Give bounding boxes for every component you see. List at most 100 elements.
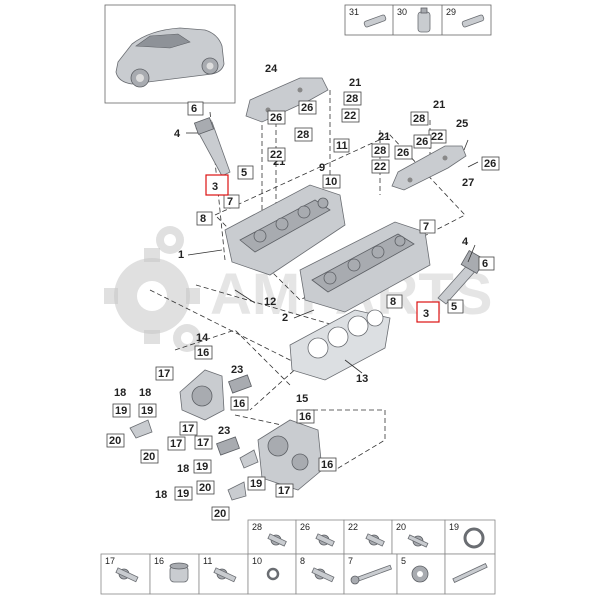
callout-5-left: 5	[241, 167, 247, 179]
injector-left	[193, 117, 231, 177]
table-num-22: 22	[348, 522, 358, 532]
bracket-a	[129, 419, 153, 439]
callout-18-a: 18	[114, 387, 126, 399]
callout-23-a: 23	[231, 364, 243, 376]
table-num-28: 28	[252, 522, 262, 532]
table-num-17: 17	[105, 556, 115, 566]
heat-shield-right	[391, 145, 467, 191]
callout-25: 25	[456, 118, 468, 130]
callout-3-left-highlighted: 3	[212, 181, 218, 193]
strip-num-29: 29	[446, 7, 456, 17]
bolt-icon	[115, 567, 139, 583]
bracket-b	[239, 449, 259, 469]
callout-17-e: 17	[182, 423, 194, 435]
strip-num-30: 30	[397, 7, 407, 17]
callout-26-c: 26	[397, 147, 409, 159]
sleeve-icon	[169, 562, 189, 583]
callout-14: 14	[196, 332, 209, 344]
callout-23-b: 23	[218, 425, 230, 437]
table-num-5: 5	[401, 556, 406, 566]
bolt-icon	[315, 533, 335, 547]
callout-5-right: 5	[451, 301, 457, 313]
callout-19-a: 19	[115, 405, 127, 417]
callout-16-c: 16	[299, 411, 311, 423]
long-bolt-icon	[350, 564, 392, 585]
screw-icon	[311, 567, 335, 583]
stud-icon	[452, 563, 488, 583]
callout-19-e: 19	[250, 478, 262, 490]
callout-26-e: 26	[270, 112, 282, 124]
callout-20-d: 20	[214, 508, 226, 520]
callout-19-d: 19	[177, 488, 189, 500]
top-parts-strip: 31 30 29	[344, 4, 492, 36]
table-num-19: 19	[449, 522, 459, 532]
head-gasket	[289, 309, 391, 381]
stud-icon	[407, 534, 429, 548]
cylinder-head-upper	[224, 184, 346, 276]
callout-17-d: 17	[278, 485, 290, 497]
callout-24: 24	[265, 63, 278, 75]
callout-20-a: 20	[109, 435, 121, 447]
table-num-7: 7	[348, 556, 353, 566]
callout-6-left: 6	[191, 103, 197, 115]
parts-table-row-1: 28 26 22 20 19	[247, 519, 496, 555]
vacuum-pump	[179, 369, 225, 421]
callout-26-b: 26	[416, 136, 428, 148]
callout-20-c: 20	[199, 482, 211, 494]
small-gasket-b	[216, 436, 240, 456]
callout-22-d: 22	[374, 161, 386, 173]
callout-26-d: 26	[484, 158, 496, 170]
callout-17-a: 17	[158, 368, 170, 380]
callout-16-a: 16	[197, 347, 209, 359]
callout-3-right-highlighted: 3	[423, 308, 429, 320]
callout-21-a: 21	[349, 77, 361, 89]
callout-4-right: 4	[462, 236, 469, 248]
callout-27: 27	[462, 177, 474, 189]
callout-18-b: 18	[139, 387, 151, 399]
callout-9: 9	[319, 162, 325, 174]
small-gear-icon	[156, 226, 201, 352]
callout-28-a: 28	[346, 93, 358, 105]
table-num-10: 10	[252, 556, 262, 566]
callout-20-b: 20	[143, 451, 155, 463]
timing-housing	[257, 419, 323, 491]
callout-21-c: 21	[433, 99, 445, 111]
callout-19-b: 19	[141, 405, 153, 417]
heat-shield-left	[245, 77, 329, 123]
bottle-icon	[417, 7, 431, 33]
callout-17-b: 17	[170, 438, 182, 450]
callout-6-right: 6	[482, 258, 488, 270]
vehicle-thumbnail	[104, 4, 236, 104]
callout-16-d: 16	[321, 459, 333, 471]
callout-2: 2	[282, 312, 288, 324]
seal-ring-icon	[463, 527, 485, 549]
callout-10: 10	[325, 176, 337, 188]
callout-19-c: 19	[196, 461, 208, 473]
bolt-icon	[213, 567, 237, 583]
callout-22-a: 22	[344, 110, 356, 122]
callout-16-b: 16	[233, 398, 245, 410]
callout-8-right: 8	[390, 296, 396, 308]
table-num-8: 8	[300, 556, 305, 566]
table-num-16: 16	[154, 556, 164, 566]
small-gasket-a	[228, 374, 252, 394]
bolt-icon	[267, 533, 287, 547]
table-num-11: 11	[203, 556, 212, 566]
suv-icon	[115, 27, 225, 88]
callout-4-left: 4	[174, 128, 181, 140]
parts-table-row-2: 17 16 11 10 8 7 5	[100, 553, 496, 595]
grease-tube-icon	[461, 14, 485, 28]
leader-lines	[186, 132, 479, 374]
table-num-26: 26	[300, 522, 310, 532]
callout-26-a: 26	[301, 102, 313, 114]
nut-icon	[411, 565, 429, 583]
callout-8-left: 8	[200, 213, 206, 225]
callout-13: 13	[356, 373, 368, 385]
callout-15: 15	[296, 393, 308, 405]
callout-12: 12	[264, 296, 276, 308]
callout-28-c: 28	[413, 113, 425, 125]
callout-28-d: 28	[374, 145, 386, 157]
callout-21-d: 21	[378, 131, 390, 143]
